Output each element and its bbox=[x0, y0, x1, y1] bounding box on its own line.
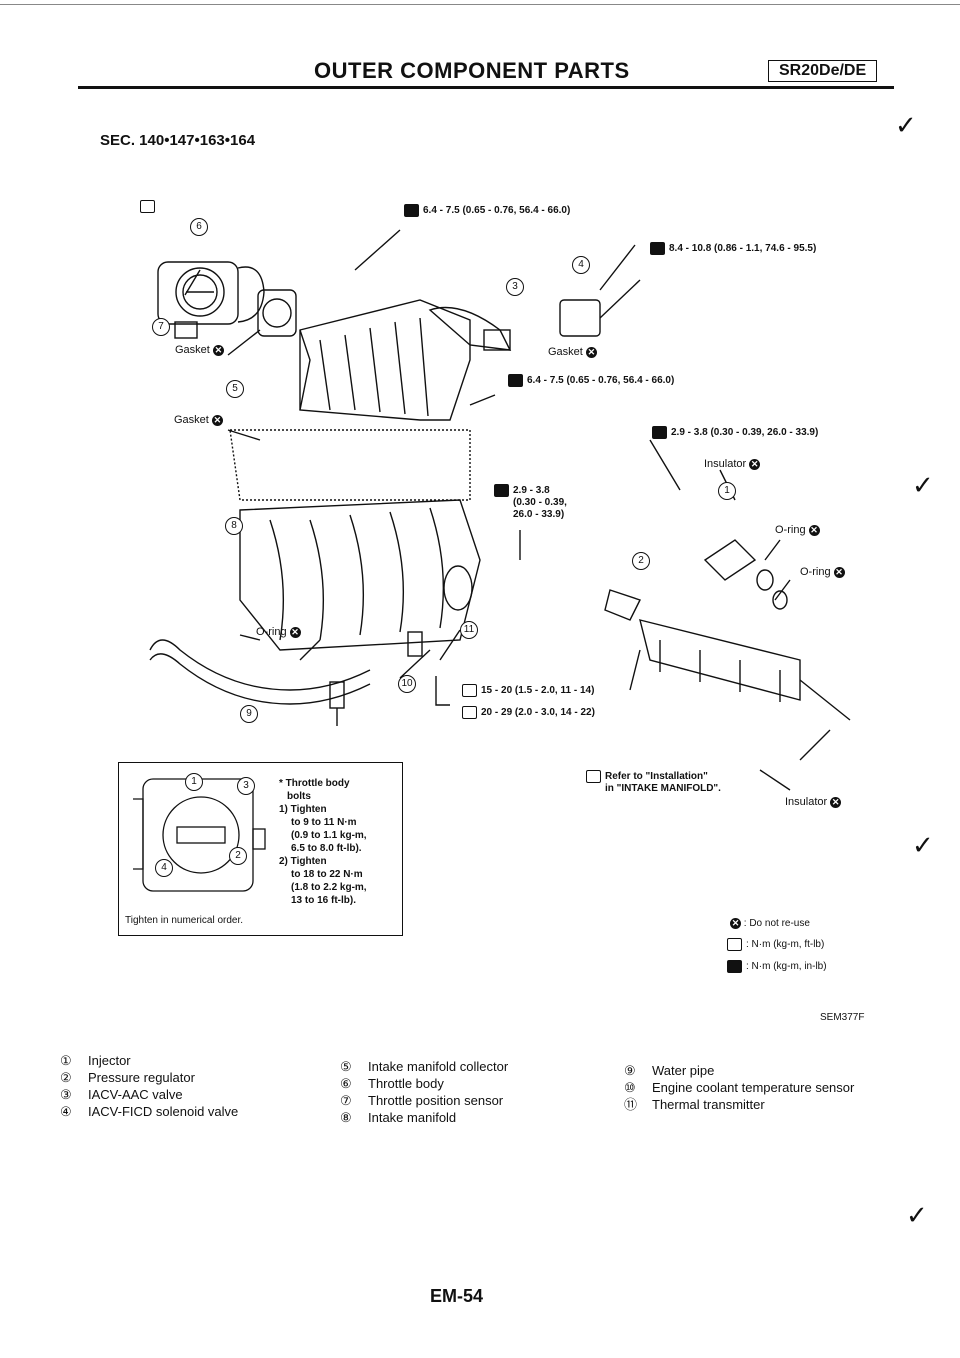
check-mark-icon: ✓ bbox=[906, 1200, 928, 1230]
header-rule bbox=[78, 86, 894, 89]
part-marker-5: 5 bbox=[226, 380, 244, 398]
section-number: SEC. 140•147•163•164 bbox=[100, 132, 256, 149]
check-mark-icon: ✓ bbox=[912, 470, 934, 500]
legend-nm-ftlb: : N·m (kg-m, ft-lb) bbox=[727, 938, 824, 951]
inset-caption: Tighten in numerical order. bbox=[125, 915, 244, 926]
torque-callout: 6.4 - 7.5 (0.65 - 0.76, 56.4 - 66.0) bbox=[508, 374, 674, 387]
check-mark-icon: ✓ bbox=[912, 830, 934, 860]
torque-inlb-icon bbox=[508, 374, 523, 387]
bolt-order-4: 4 bbox=[155, 859, 173, 877]
torque-callout: 6.4 - 7.5 (0.65 - 0.76, 56.4 - 66.0) bbox=[404, 204, 570, 217]
thermal-transmitter-drawing bbox=[407, 631, 423, 657]
do-not-reuse-icon: ✕ bbox=[808, 524, 820, 536]
figure-code: SEM377F bbox=[820, 1012, 865, 1023]
torque-callout: 15 - 20 (1.5 - 2.0, 11 - 14) bbox=[462, 684, 594, 697]
gasket-label: Gasket✕ bbox=[175, 344, 224, 356]
top-rule bbox=[0, 4, 960, 5]
do-not-reuse-icon: ✕ bbox=[833, 566, 845, 578]
torque-ftlb-icon bbox=[140, 200, 155, 213]
intake-manifold-drawing bbox=[239, 499, 481, 651]
o-ring-label: O-ring✕ bbox=[800, 566, 845, 578]
torque-inlb-icon bbox=[404, 204, 419, 217]
torque-ftlb-icon bbox=[462, 706, 477, 719]
installation-reference-note: Refer to "Installation" in "INTAKE MANIF… bbox=[586, 770, 721, 795]
torque-ftlb-icon bbox=[462, 684, 477, 697]
torque-ref-icon bbox=[140, 200, 159, 213]
part-marker-6: 6 bbox=[190, 218, 208, 236]
torque-callout: 2.9 - 3.8 (0.30 - 0.39, 26.0 - 33.9) bbox=[494, 484, 567, 521]
page-number: EM-54 bbox=[430, 1286, 484, 1306]
manifold-gasket-drawing bbox=[229, 429, 471, 501]
insulator-label: Insulator✕ bbox=[704, 458, 761, 470]
fuel-rail-drawing bbox=[639, 619, 851, 721]
o-ring-label: O-ring✕ bbox=[775, 524, 820, 536]
torque-inlb-icon bbox=[727, 960, 742, 973]
throttle-body-inset: 1 3 4 2 * Throttle body bolts 1) Tighten… bbox=[118, 762, 403, 936]
insulator-label: Insulator✕ bbox=[785, 796, 842, 808]
legend-nm-inlb: : N·m (kg-m, in-lb) bbox=[727, 960, 827, 973]
part-marker-11: 11 bbox=[460, 621, 478, 639]
torque-ftlb-icon bbox=[586, 770, 601, 783]
do-not-reuse-icon: ✕ bbox=[749, 458, 761, 470]
torque-ftlb-icon bbox=[727, 938, 742, 951]
do-not-reuse-icon: ✕ bbox=[585, 346, 597, 358]
torque-inlb-icon bbox=[494, 484, 509, 497]
torque-callout: 20 - 29 (2.0 - 3.0, 14 - 22) bbox=[462, 706, 595, 719]
part-marker-1: 1 bbox=[718, 482, 736, 500]
iacv-aac-valve-drawing bbox=[428, 306, 512, 351]
injector-drawing bbox=[703, 539, 757, 581]
page-title: OUTER COMPONENT PARTS bbox=[314, 58, 630, 83]
torque-inlb-icon bbox=[650, 242, 665, 255]
legend-do-not-reuse: ✕ : Do not re-use bbox=[730, 918, 810, 930]
bolt-order-3: 3 bbox=[237, 777, 255, 795]
o-ring-label: O-ring✕ bbox=[256, 626, 301, 638]
pressure-regulator-drawing bbox=[604, 589, 641, 621]
gasket-drawing bbox=[257, 289, 297, 337]
do-not-reuse-icon: ✕ bbox=[211, 414, 223, 426]
part-marker-2: 2 bbox=[632, 552, 650, 570]
throttle-body-drawing bbox=[157, 261, 265, 339]
bolt-order-2: 2 bbox=[229, 847, 247, 865]
part-marker-3: 3 bbox=[506, 278, 524, 296]
model-badge: SR20De/DE bbox=[768, 60, 878, 82]
bolt-order-1: 1 bbox=[185, 773, 203, 791]
check-mark-icon: ✓ bbox=[895, 110, 917, 140]
do-not-reuse-icon: ✕ bbox=[289, 626, 301, 638]
do-not-reuse-icon: ✕ bbox=[830, 796, 842, 808]
throttle-bolt-instructions: * Throttle body bolts 1) Tighten to 9 to… bbox=[279, 778, 367, 906]
torque-callout: 2.9 - 3.8 (0.30 - 0.39, 26.0 - 33.9) bbox=[652, 426, 818, 439]
do-not-reuse-icon: ✕ bbox=[730, 918, 741, 929]
part-marker-10: 10 bbox=[398, 675, 416, 693]
part-marker-8: 8 bbox=[225, 517, 243, 535]
part-marker-4: 4 bbox=[572, 256, 590, 274]
torque-inlb-icon bbox=[652, 426, 667, 439]
part-marker-9: 9 bbox=[240, 705, 258, 723]
gasket-label: Gasket✕ bbox=[174, 414, 223, 426]
gasket-label: Gasket✕ bbox=[548, 346, 597, 358]
do-not-reuse-icon: ✕ bbox=[212, 344, 224, 356]
iacv-ficd-valve-drawing bbox=[559, 299, 601, 337]
torque-callout: 8.4 - 10.8 (0.86 - 1.1, 74.6 - 95.5) bbox=[650, 242, 816, 255]
intake-collector-drawing bbox=[299, 299, 471, 421]
part-marker-7: 7 bbox=[152, 318, 170, 336]
